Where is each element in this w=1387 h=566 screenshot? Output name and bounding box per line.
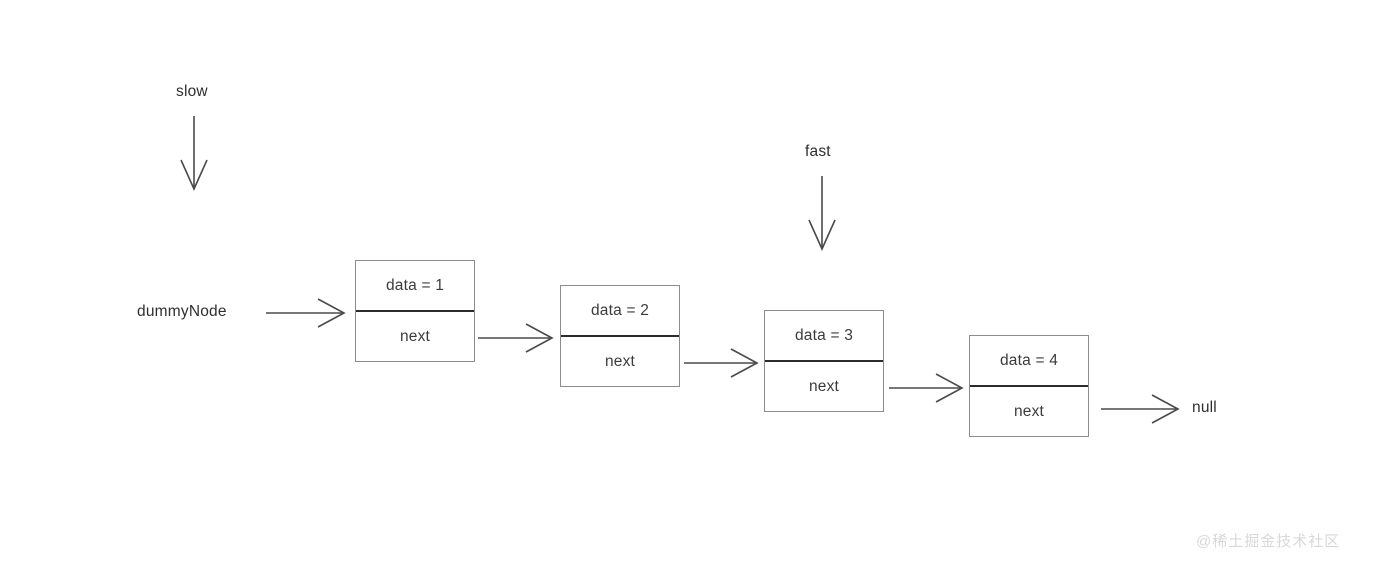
list-node-4-data-cell: data = 4 (970, 336, 1088, 387)
connector-node-2-to-node-3 (684, 348, 759, 378)
list-node-1-data-cell: data = 1 (356, 261, 474, 312)
list-node-1-next-cell: next (399, 327, 431, 345)
connector-node-4-to-null (1101, 394, 1180, 424)
list-node-1: data = 1 next (355, 260, 475, 362)
pointer-label-slow: slow (176, 83, 208, 100)
list-node-2: data = 2 next (560, 285, 680, 387)
list-node-4-next-cell: next (1013, 402, 1045, 420)
pointer-arrow-slow (180, 116, 208, 191)
list-node-2-next-cell: next (604, 352, 636, 370)
pointer-arrow-fast (808, 176, 836, 251)
pointer-label-fast: fast (805, 143, 831, 160)
connector-dummynode-to-node-1 (266, 298, 346, 328)
watermark: @稀土掘金技术社区 (1196, 533, 1341, 550)
entry-label-dummynode: dummyNode (137, 303, 227, 320)
list-node-4: data = 4 next (969, 335, 1089, 437)
connector-node-1-to-node-2 (478, 323, 554, 353)
list-node-3-next-cell: next (808, 377, 840, 395)
connector-node-3-to-node-4 (889, 373, 964, 403)
terminator-label-null: null (1192, 399, 1217, 416)
list-node-2-data-cell: data = 2 (561, 286, 679, 337)
list-node-3-data-cell: data = 3 (765, 311, 883, 362)
list-node-3: data = 3 next (764, 310, 884, 412)
